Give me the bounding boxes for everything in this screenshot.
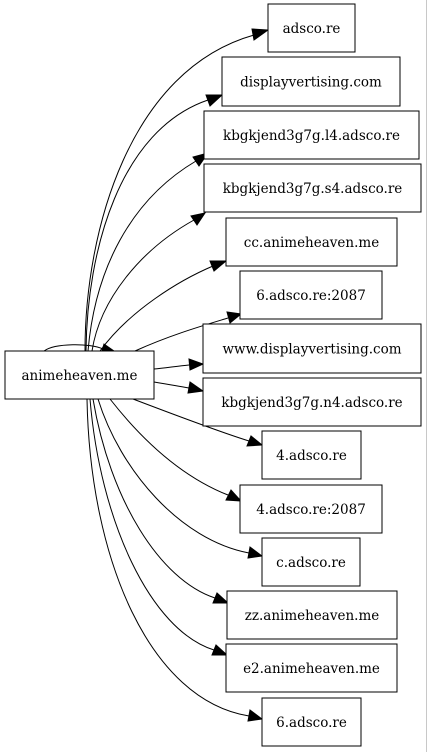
target-node-t12[interactable]: zz.animeheaven.me — [226, 590, 398, 640]
target-node-label: www.displayvertising.com — [222, 342, 401, 358]
target-node-box — [203, 163, 422, 213]
target-node-label: zz.animeheaven.me — [245, 608, 380, 624]
target-node-t5[interactable]: cc.animeheaven.me — [225, 217, 398, 267]
nodes-layer: animeheaven.me adsco.re displayvertising.… — [4, 3, 422, 747]
edge-to-t7 — [153, 364, 190, 370]
target-node-t3[interactable]: kbgkjend3g7g.l4.adsco.re — [203, 110, 420, 160]
edge-to-t1 — [84, 34, 255, 352]
target-node-t4[interactable]: kbgkjend3g7g.s4.adsco.re — [203, 163, 422, 213]
target-node-label: cc.animeheaven.me — [244, 235, 379, 251]
edge-to-t14 — [86, 398, 250, 717]
target-node-t2[interactable]: displayvertising.com — [221, 56, 401, 107]
edge-to-t9 — [132, 398, 250, 442]
target-node-box — [226, 590, 398, 640]
edge-to-t12 — [92, 398, 216, 599]
arrowhead-t5 — [209, 260, 228, 272]
target-node-box — [225, 217, 398, 267]
target-node-box — [261, 430, 362, 480]
target-node-label: c.adsco.re — [276, 555, 346, 571]
edges-layer — [43, 28, 270, 722]
edge-to-t4 — [91, 219, 195, 352]
target-node-label: kbgkjend3g7g.n4.adsco.re — [221, 395, 402, 411]
edge-to-t11 — [97, 398, 250, 554]
target-node-box — [239, 270, 383, 320]
arrowhead-t10 — [225, 489, 243, 502]
edge-to-t3 — [87, 160, 197, 352]
arrowhead-t1 — [251, 28, 270, 41]
target-node-box — [239, 484, 383, 534]
target-node-label: adsco.re — [283, 21, 341, 37]
target-node-t1[interactable]: adsco.re — [267, 3, 356, 53]
target-node-t14[interactable]: 6.adsco.re — [261, 697, 362, 747]
self-loop-edge — [43, 344, 104, 352]
target-node-t10[interactable]: 4.adsco.re:2087 — [239, 484, 383, 534]
source-node-label: animeheaven.me — [22, 368, 138, 384]
target-node-box — [267, 3, 356, 53]
target-node-box — [202, 377, 422, 427]
arrowhead-t12 — [212, 592, 230, 604]
target-node-box — [261, 697, 362, 747]
target-node-label: kbgkjend3g7g.s4.adsco.re — [223, 181, 403, 197]
target-node-t11[interactable]: c.adsco.re — [261, 537, 361, 587]
target-node-box — [221, 56, 401, 107]
arrowhead-t8 — [187, 381, 205, 394]
target-node-t13[interactable]: e2.animeheaven.me — [225, 643, 398, 693]
target-node-t6[interactable]: 6.adsco.re:2087 — [239, 270, 383, 320]
edge-to-t10 — [109, 398, 229, 496]
target-node-label: e2.animeheaven.me — [243, 661, 380, 677]
arrowhead-t14 — [247, 709, 264, 722]
target-node-t7[interactable]: www.displayvertising.com — [202, 323, 422, 374]
target-node-label: 6.adsco.re:2087 — [256, 288, 366, 304]
arrowhead-t13 — [211, 644, 229, 656]
target-node-label: 6.adsco.re — [276, 715, 347, 731]
target-node-label: kbgkjend3g7g.l4.adsco.re — [223, 128, 400, 144]
arrowhead-t9 — [246, 435, 264, 447]
source-node-box — [4, 350, 155, 400]
edge-to-t6 — [134, 317, 229, 352]
target-node-label: 4.adsco.re:2087 — [256, 502, 366, 518]
edge-to-t8 — [153, 381, 190, 389]
source-node[interactable]: animeheaven.me — [4, 350, 155, 400]
target-node-box — [203, 110, 420, 160]
target-node-t8[interactable]: kbgkjend3g7g.n4.adsco.re — [202, 377, 422, 427]
arrowhead-t6 — [226, 311, 243, 324]
target-node-box — [202, 323, 422, 374]
arrowhead-t11 — [247, 546, 264, 559]
arrowhead-t2 — [205, 94, 224, 107]
target-node-label: 4.adsco.re — [276, 448, 347, 464]
target-node-label: displayvertising.com — [240, 75, 382, 91]
arrowhead-t4 — [190, 212, 207, 226]
arrowhead-t7 — [188, 358, 205, 371]
target-node-t9[interactable]: 4.adsco.re — [261, 430, 362, 480]
target-node-box — [261, 537, 361, 587]
edge-to-t13 — [89, 398, 215, 651]
edge-to-t2 — [85, 99, 209, 352]
edge-to-t5 — [99, 265, 214, 352]
target-node-box — [225, 643, 398, 693]
